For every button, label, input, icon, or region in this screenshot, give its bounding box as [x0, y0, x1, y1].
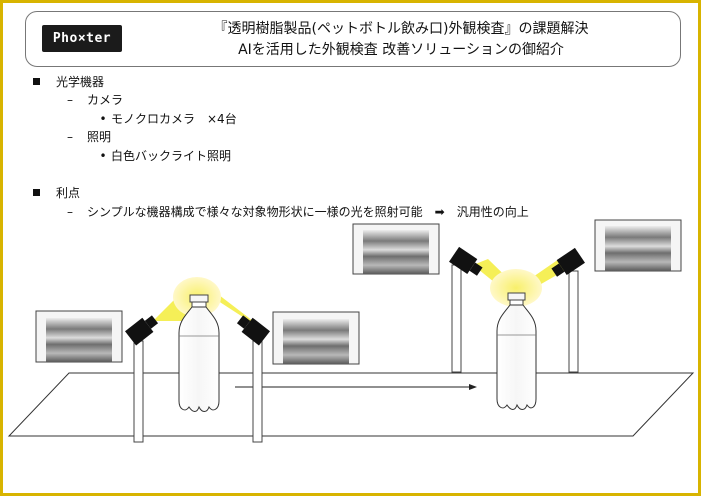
bullet-merits: 利点 [33, 184, 80, 201]
bullet-merits-item: –シンプルな機器構成で様々な対象物形状に一様の光を照射可能 ➡ 汎用性の向上 [67, 203, 529, 220]
camera-icon [236, 315, 270, 346]
captured-image-right [272, 311, 360, 365]
captured-image-left [352, 223, 440, 275]
merits-heading: 利点 [56, 186, 81, 200]
bullet-optics: 光学機器 [33, 73, 104, 90]
pet-bottle-icon [178, 294, 220, 412]
camera-icon [449, 246, 483, 276]
phoxter-logo: Pho×ter [42, 25, 122, 52]
dash-bullet-icon: – [67, 130, 73, 144]
dash-bullet-icon: – [67, 93, 73, 107]
light-glow [490, 269, 542, 307]
captured-image-right [594, 219, 682, 272]
pet-bottle-icon [496, 292, 537, 410]
lighting-item: 白色バックライト照明 [111, 149, 232, 163]
camera-stand [568, 270, 579, 373]
camera-icon [551, 247, 585, 277]
slide-subtitle: AIを活用した外観検査 改善ソリューションの御紹介 [238, 42, 564, 58]
dot-bullet-icon: • [99, 149, 107, 163]
inspection-diagram [7, 219, 695, 443]
bullet-camera-item: • モノクロカメラ ×4台 [95, 110, 237, 127]
bullet-lighting-item: • 白色バックライト照明 [95, 147, 231, 164]
camera-icon [125, 315, 159, 346]
square-bullet-icon [33, 189, 40, 196]
bullet-camera: –カメラ [67, 91, 123, 108]
slide-title: 『透明樹脂製品(ペットボトル飲み口)外観検査』の課題解決 [213, 21, 589, 37]
merits-item: シンプルな機器構成で様々な対象物形状に一様の光を照射可能 ➡ 汎用性の向上 [87, 205, 529, 219]
logo-text: Pho×ter [52, 31, 112, 46]
conveyor-direction-arrow [235, 384, 477, 390]
camera-stand [252, 340, 263, 443]
dash-bullet-icon: – [67, 205, 73, 219]
camera-heading: カメラ [87, 93, 124, 107]
title-box: Pho×ter 『透明樹脂製品(ペットボトル飲み口)外観検査』の課題解決 AIを… [25, 11, 681, 67]
camera-stand [133, 340, 144, 443]
bullet-lighting: –照明 [67, 128, 111, 145]
dot-bullet-icon: • [99, 112, 107, 126]
camera-stand [451, 264, 462, 373]
camera-item: モノクロカメラ ×4台 [111, 112, 237, 126]
optics-heading: 光学機器 [56, 75, 105, 89]
lighting-heading: 照明 [87, 130, 112, 144]
square-bullet-icon [33, 78, 40, 85]
conveyor-belt [7, 372, 695, 437]
captured-image-left [35, 310, 123, 363]
